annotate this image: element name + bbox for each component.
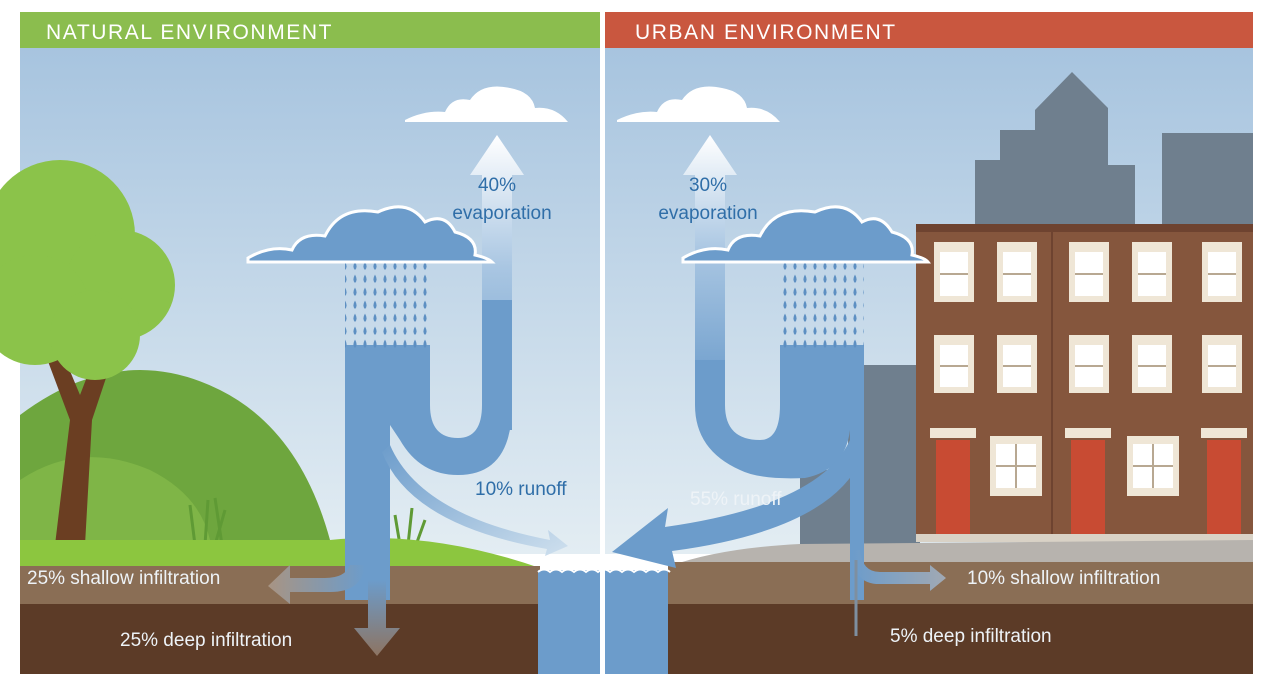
rain-icon [780,262,864,350]
runoff-arrow-icon [612,440,862,568]
runoff-label: 10% runoff [475,479,567,500]
evaporation-label: evaporation [658,203,757,224]
shallow-soil [668,562,1253,604]
rain-icon [345,262,430,350]
shallow-infiltration-arrow-icon [852,550,946,591]
deep-infiltration-arrow-icon [354,580,400,656]
shallow-infiltration-arrow-icon [268,565,365,604]
deep-infiltration-label: 25% deep infiltration [120,630,292,651]
tree-icon [0,160,175,545]
deep-soil [668,604,1253,674]
deep-soil [20,604,540,674]
cloud-icon [681,205,932,264]
building-icon [975,72,1135,230]
urban-header-title: URBAN ENVIRONMENT [635,21,897,44]
cloud-icon [617,86,780,122]
shallow-infiltration-label: 25% shallow infiltration [27,568,220,589]
rain-column [695,345,864,600]
natural-header-title: NATURAL ENVIRONMENT [46,21,333,44]
cloud-icon [246,205,496,264]
building-icon [1162,133,1253,233]
rain-column [345,300,512,600]
cloud-icon [405,86,568,122]
evaporation-percent-label: 30% [689,175,727,196]
evaporation-percent-label: 40% [478,175,516,196]
door-icon [936,440,1241,534]
urban-panel: 30% evaporation 55% runoff 10% shallow i… [605,48,1253,674]
deep-infiltration-label: 5% deep infiltration [890,626,1052,647]
shallow-infiltration-label: 10% shallow infiltration [967,568,1160,589]
panel-divider [600,10,605,674]
natural-header-bar [20,12,600,48]
pavement [670,540,1253,566]
runoff-arrow-icon [382,445,568,556]
runoff-label: 55% runoff [690,489,782,510]
grass-ground [20,537,540,568]
evaporation-label: evaporation [452,203,551,224]
urban-header-bar [605,12,1253,48]
brick-building-icon [916,224,1253,542]
evaporation-arrow-icon [683,135,737,395]
natural-panel: 40% evaporation 10% runoff 25% shallow i… [0,48,600,674]
